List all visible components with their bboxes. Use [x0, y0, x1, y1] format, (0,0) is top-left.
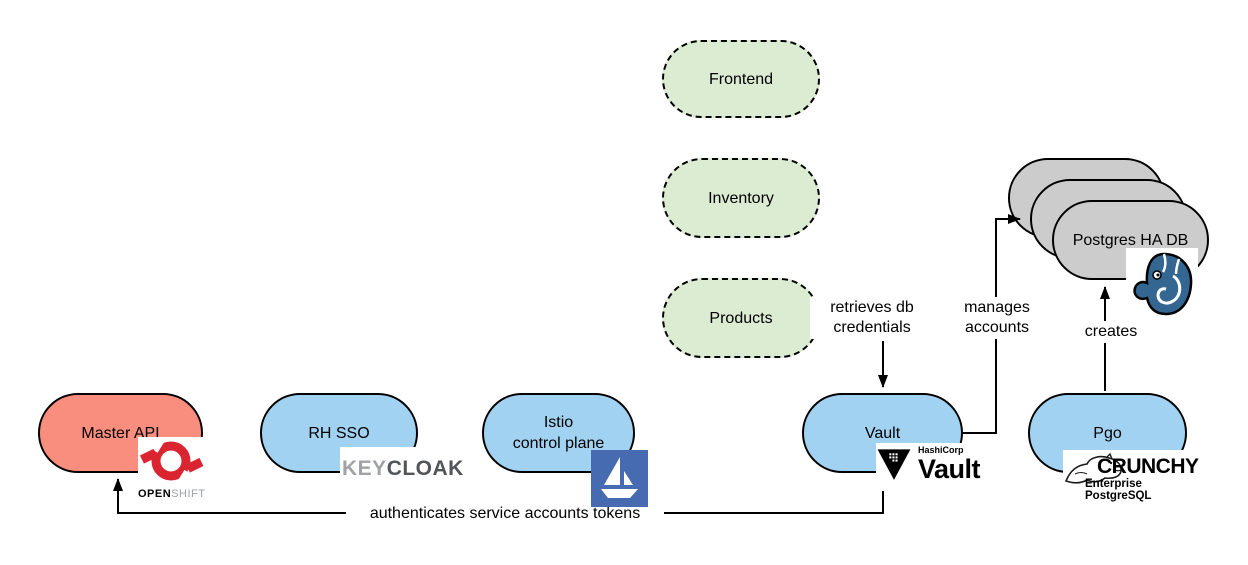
openshift-ring-icon	[139, 439, 204, 483]
edge-label-authenticates: authenticates service accounts tokens	[346, 503, 664, 525]
istio-sailboat-shape	[601, 457, 638, 498]
node-rh-sso: RH SSO	[260, 393, 418, 473]
vault-triangle-icon	[877, 449, 911, 480]
crunchy-icon: CRUNCHY Enterprise PostgreSQL	[1063, 450, 1199, 502]
hashicorp-vault-icon: HashiCorp Vault	[876, 443, 981, 491]
node-rh-sso-label: RH SSO	[308, 424, 370, 442]
node-inventory-label: Inventory	[708, 189, 774, 207]
crunchy-hippo-icon	[1064, 452, 1122, 484]
node-frontend: Frontend	[662, 40, 820, 118]
node-inventory: Inventory	[662, 158, 820, 238]
node-frontend-label: Frontend	[708, 70, 774, 88]
vault-wordmark: HashiCorp Vault	[917, 445, 981, 484]
crunchy-subtitle: Enterprise PostgreSQL	[1085, 478, 1152, 502]
node-postgres-ha-label: Postgres HA DB	[1072, 231, 1189, 249]
node-vault-label: Vault	[864, 424, 901, 442]
node-istio-label-line1: Istio	[543, 414, 574, 431]
crunchy-wordmark: CRUNCHY	[1097, 455, 1199, 478]
postgresql-elephant-shape	[1133, 252, 1193, 316]
edge-label-creates: creates	[1062, 321, 1160, 343]
openshift-icon: OPENSHIFT	[138, 437, 206, 503]
node-products-label: Products	[709, 309, 773, 327]
node-pgo-label: Pgo	[1093, 424, 1122, 442]
edge-label-retrieves-db-credentials: retrieves db credentials	[810, 297, 934, 339]
keycloak-icon: KEYCLOAK	[340, 447, 463, 491]
node-products: Products	[662, 278, 820, 358]
keycloak-wordmark: KEYCLOAK	[342, 457, 464, 480]
postgresql-elephant-icon	[1126, 248, 1198, 320]
openshift-wordmark: OPENSHIFT	[138, 488, 206, 500]
node-istio-label-line2: control plane	[512, 435, 605, 452]
istio-sailboat-icon	[591, 450, 648, 507]
edge-label-manages-accounts: manages accounts	[938, 297, 1056, 339]
